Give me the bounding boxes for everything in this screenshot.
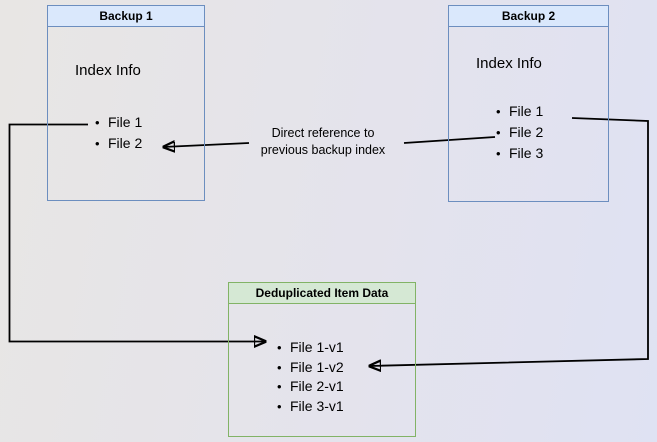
backup1-title: Backup 1 [48, 6, 204, 27]
bullet-icon: • [277, 398, 282, 414]
bullet-icon: • [277, 340, 282, 355]
backup1-node: Backup 1 Index Info • File 1 • File 2 [47, 5, 205, 201]
list-item: • File 3-v1 [277, 397, 344, 417]
backup1-section-label: Index Info [75, 62, 141, 79]
list-item-label: File 2-v1 [290, 378, 344, 394]
reference-annotation-line1: Direct reference to [271, 126, 375, 140]
list-item-label: File 3 [509, 145, 544, 161]
list-item-label: File 1-v2 [290, 358, 344, 375]
list-item: • File 2 [95, 133, 142, 154]
backup2-section-label: Index Info [476, 55, 542, 72]
bullet-icon: • [277, 379, 282, 394]
list-item: • File 1 [496, 101, 543, 122]
list-item: • File 1 [95, 112, 142, 133]
list-item: • File 1-v1 [277, 338, 344, 358]
bullet-icon: • [95, 115, 100, 130]
backup2-file-list: • File 1 • File 2 • File 3 [496, 101, 543, 164]
backup1-file-list: • File 1 • File 2 [95, 112, 142, 154]
backup2-node: Backup 2 Index Info • File 1 • File 2 • File … [448, 5, 609, 202]
bullet-icon: • [496, 125, 501, 140]
list-item: • File 2 [496, 122, 543, 143]
reference-annotation-line2: previous backup index [260, 142, 386, 157]
list-item-label: File 2 [509, 124, 544, 140]
list-item-label: File 2 [108, 135, 143, 151]
list-item-label: File 1 [108, 114, 143, 130]
list-item: • File 2-v1 [277, 377, 344, 397]
list-item-label: File 1 [509, 103, 544, 119]
bullet-icon: • [277, 359, 282, 375]
list-item: • File 3 [496, 143, 543, 164]
list-item-label: File 3-v1 [290, 397, 344, 414]
list-item-label: File 1-v1 [290, 339, 344, 355]
backup2-title: Backup 2 [449, 6, 608, 27]
bullet-icon: • [496, 104, 501, 119]
dedup-file-list: • File 1-v1 • File 1-v2 • File 2-v1 • File 3-v1 [277, 338, 344, 416]
bullet-icon: • [496, 146, 501, 161]
dedup-node: Deduplicated Item Data • File 1-v1 • File 1… [228, 282, 416, 437]
bullet-icon: • [95, 136, 100, 151]
reference-annotation: Direct reference to previous backup inde… [238, 125, 408, 158]
list-item: • File 1-v2 [277, 358, 344, 378]
dedup-title: Deduplicated Item Data [229, 283, 415, 304]
